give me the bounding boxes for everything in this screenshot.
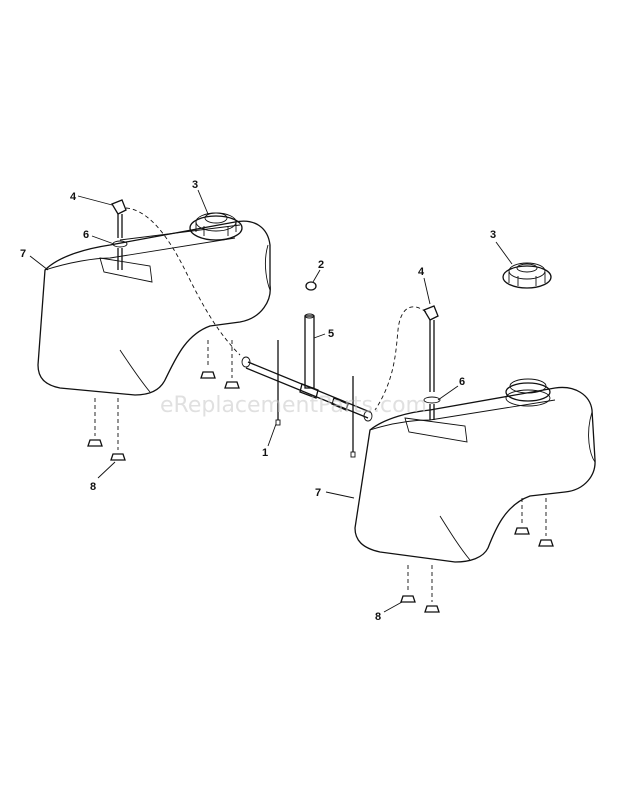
callout-4-right: 4 <box>418 266 425 278</box>
left-tank-bolts <box>87 340 240 461</box>
left-elbow-fitting <box>111 199 128 270</box>
watermark: eReplacementParts.com <box>160 393 427 418</box>
left-fuel-tank <box>37 220 271 396</box>
callout-8-right: 8 <box>375 611 381 623</box>
crossover-hose <box>241 356 373 422</box>
right-fuel-cap <box>502 262 552 289</box>
callout-6-left: 6 <box>83 229 89 241</box>
callout-7-right: 7 <box>315 487 321 499</box>
callout-4-left: 4 <box>70 191 77 203</box>
callout-7-left: 7 <box>20 248 26 260</box>
callout-3-left: 3 <box>192 179 198 191</box>
leader-lines <box>29 189 513 613</box>
left-fuel-cap <box>189 212 243 241</box>
callout-5: 5 <box>328 328 334 340</box>
right-tank-bolts <box>400 498 554 613</box>
vertical-hose <box>304 313 315 389</box>
hose-clamp <box>305 281 317 291</box>
right-elbow-fitting <box>423 305 441 420</box>
callout-3-right: 3 <box>490 229 496 241</box>
cable-ties <box>275 340 356 458</box>
callout-2: 2 <box>318 259 324 271</box>
callout-1: 1 <box>262 447 268 459</box>
callout-8-left: 8 <box>90 481 96 493</box>
right-vent-line <box>374 306 427 411</box>
callout-6-right: 6 <box>459 376 465 388</box>
left-vent-line <box>125 207 241 356</box>
right-filler-neck <box>505 378 551 407</box>
